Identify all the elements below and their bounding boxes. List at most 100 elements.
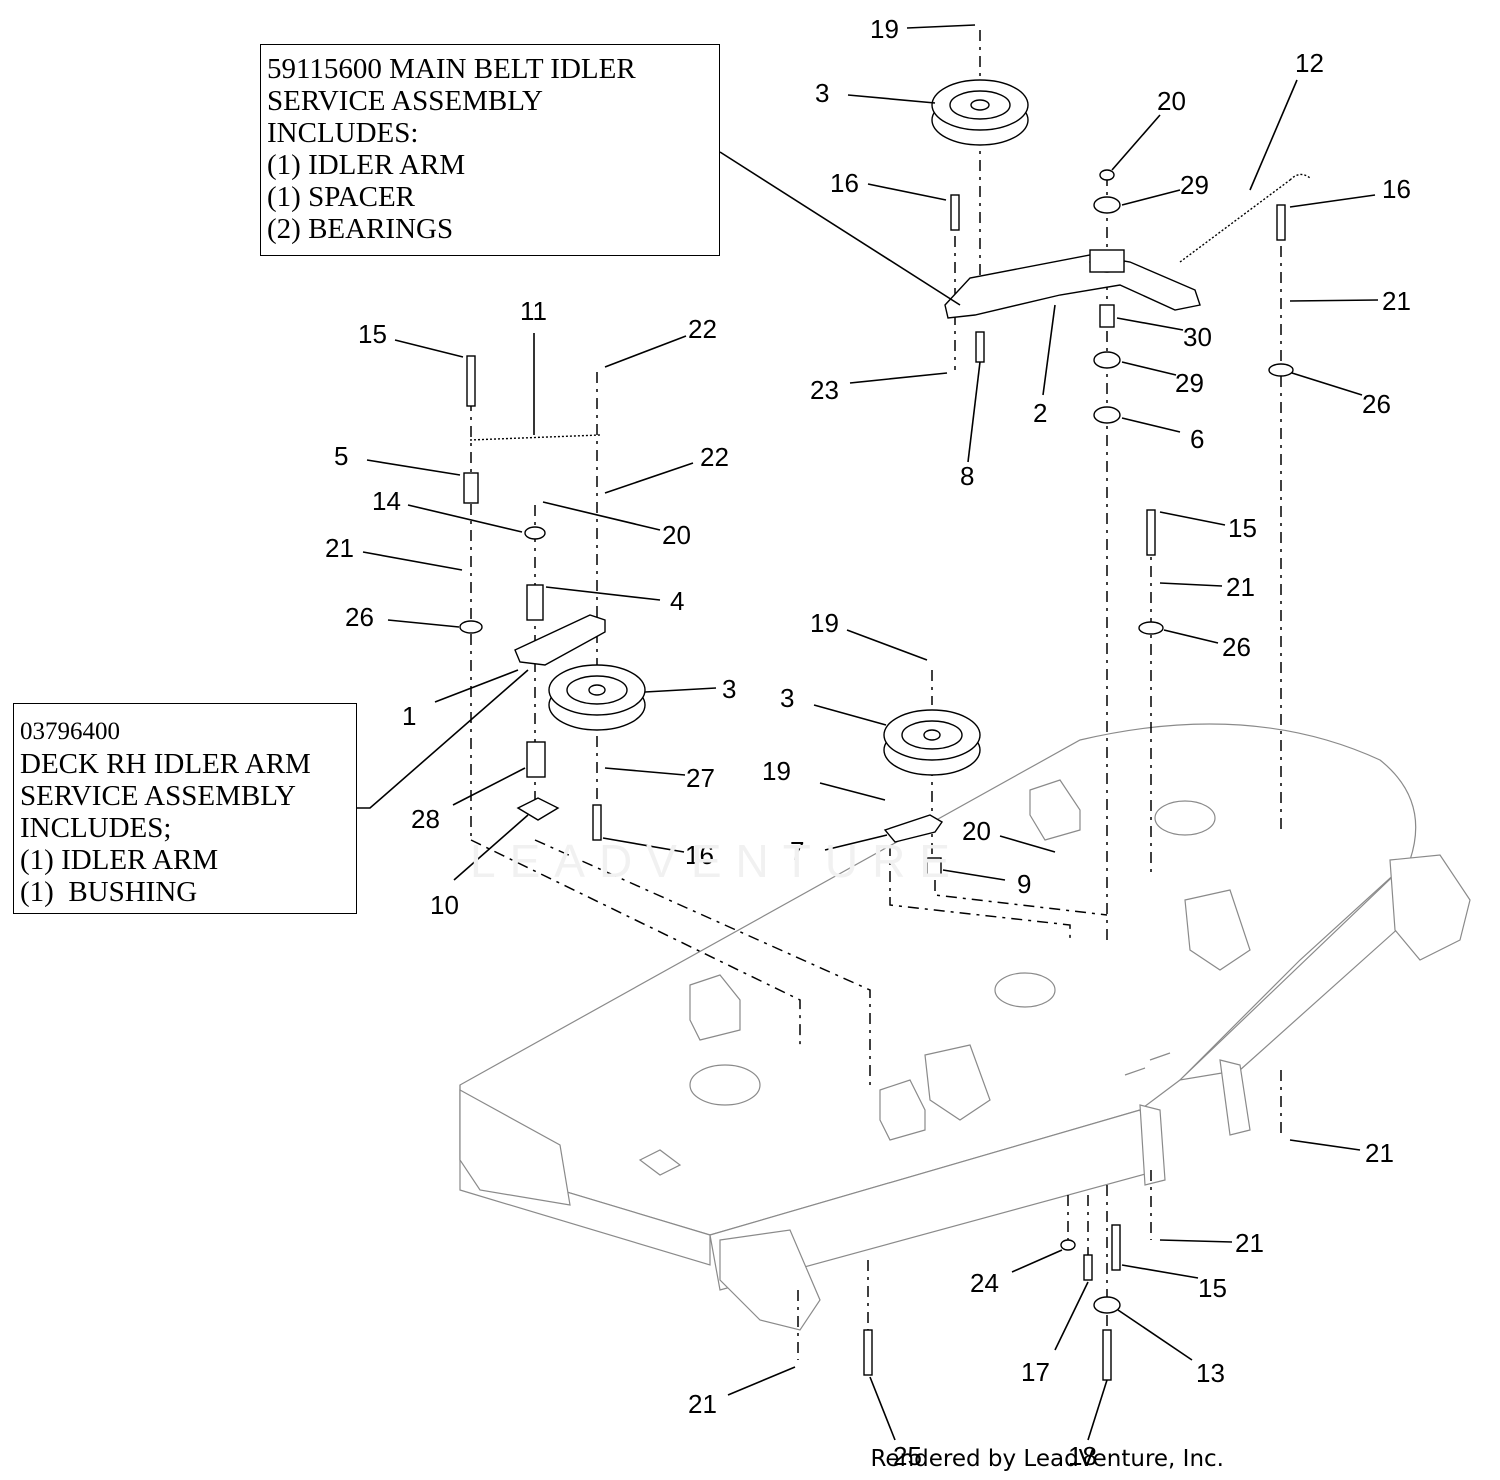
part-label: 19	[810, 608, 839, 638]
part-label: 21	[1382, 286, 1411, 316]
part-label: 29	[1175, 368, 1204, 398]
deck-top-surface	[459, 723, 1417, 1236]
callout-line: (1) IDLER ARM	[267, 149, 466, 181]
washer-26-right2	[1138, 621, 1164, 635]
part-label: 21	[688, 1389, 717, 1419]
bracket-7	[883, 814, 944, 843]
main-idler-arm	[944, 254, 1201, 319]
bolt-15-low	[1111, 1224, 1121, 1271]
part-label: 20	[962, 816, 991, 846]
box1-leader	[719, 151, 961, 306]
spindle-hole-center	[994, 972, 1056, 1008]
nut-20-top	[1099, 169, 1115, 181]
bushing-4	[526, 584, 544, 621]
part-label: 17	[1021, 1357, 1050, 1387]
part-label: 24	[970, 1268, 999, 1298]
mower-deck	[459, 723, 1471, 1331]
bolt-18	[1102, 1329, 1112, 1381]
part-label: 7	[790, 836, 804, 866]
deck-cutout	[638, 1149, 682, 1176]
part-label: 25	[893, 1441, 922, 1471]
part-label: 14	[372, 486, 401, 516]
part-label: 15	[1228, 513, 1257, 543]
callout-line: SERVICE ASSEMBLY	[20, 780, 296, 812]
pin-8	[975, 331, 985, 363]
part-label: 16	[685, 840, 714, 870]
plate-10	[516, 797, 560, 821]
part-label: 22	[700, 442, 729, 472]
callout-line: SERVICE ASSEMBLY	[267, 85, 543, 117]
callout-line: (1) BUSHING	[20, 876, 198, 908]
mid-hanger-bracket	[1139, 1104, 1166, 1186]
part-label: 9	[1017, 869, 1031, 899]
rear-hanger-bracket	[1389, 854, 1471, 961]
spindle-hole-left	[689, 1064, 761, 1106]
part-label: 18	[1068, 1441, 1097, 1471]
watermark: LEADVENTURE	[470, 835, 964, 887]
callout-line: DECK RH IDLER ARM	[20, 748, 311, 780]
spring-11	[469, 434, 601, 441]
left-hanger-bracket	[719, 1229, 821, 1331]
part-label: 10	[430, 890, 459, 920]
spacer-5	[463, 472, 479, 504]
bushing-28	[526, 741, 546, 778]
callout-line: INCLUDES;	[20, 812, 172, 844]
washer-14	[524, 526, 546, 540]
callout-line: (2) BEARINGS	[267, 213, 454, 245]
part-label: 28	[411, 804, 440, 834]
part-label: 16	[1382, 174, 1411, 204]
washer-6	[1093, 406, 1121, 424]
part-labels: 19 3 20 12 16 29 16 21 30 29 23 8 2 6 26…	[325, 14, 1411, 1471]
part-label: 16	[830, 168, 859, 198]
part-label: 23	[810, 375, 839, 405]
idler-pulley-top	[931, 79, 1029, 146]
deck-pivot-bracket-right	[1184, 889, 1251, 971]
path-mid-to-deck	[534, 839, 871, 1085]
deck-slot-2	[1149, 1052, 1171, 1061]
deck-tab-rear	[1029, 779, 1081, 841]
part-label: 11	[520, 296, 547, 326]
part-label: 21	[1235, 1228, 1264, 1258]
part-label: 12	[1295, 48, 1324, 78]
spacer-9	[926, 857, 942, 877]
path-bracket-to-deck	[889, 845, 1071, 940]
bolt-17	[1083, 1254, 1093, 1281]
part-label: 3	[780, 683, 794, 713]
spring-12	[1179, 173, 1311, 263]
nut-24	[1060, 1239, 1076, 1251]
render-credit: Rendered by LeadVenture, Inc.	[870, 1446, 1224, 1472]
callout-line: INCLUDES:	[267, 117, 419, 149]
deck-rh-idler-arm	[514, 614, 606, 666]
parts	[459, 79, 1311, 1381]
washer-13	[1093, 1296, 1121, 1314]
part-label: 27	[686, 763, 715, 793]
deck-tab-left	[689, 974, 741, 1041]
part-label: 15	[358, 319, 387, 349]
part-label: 20	[1157, 86, 1186, 116]
spindle-hole-right	[1154, 800, 1216, 836]
part-label: 8	[960, 461, 974, 491]
part-label: 26	[1222, 632, 1251, 662]
deck-slot-1	[1124, 1067, 1146, 1076]
bearing-29-top	[1093, 196, 1121, 214]
deck-pivot-bracket-left	[924, 1044, 991, 1121]
part-label: 21	[1365, 1138, 1394, 1168]
callout-line: 03796400	[20, 718, 120, 745]
bolt-15-left	[466, 355, 476, 407]
rh-hanger-bracket	[1219, 1059, 1251, 1136]
bolt-16-right	[1276, 204, 1286, 241]
arm-hub-body	[1089, 249, 1125, 273]
bearing-29-bottom	[1093, 351, 1121, 369]
leader-lines	[357, 24, 1379, 1441]
bolt-16-left	[592, 804, 602, 841]
part-label: 3	[815, 78, 829, 108]
main-belt-idler-callout: 59115600 MAIN BELT IDLER SERVICE ASSEMBL…	[260, 44, 720, 256]
part-label: 5	[334, 441, 348, 471]
bolt-25	[863, 1329, 873, 1376]
idler-pulley-mid	[883, 709, 981, 776]
path-spacer-to-deck	[934, 880, 1108, 916]
part-label: 21	[325, 533, 354, 563]
callout-line: 59115600 MAIN BELT IDLER	[267, 53, 636, 85]
part-label: 20	[662, 520, 691, 550]
